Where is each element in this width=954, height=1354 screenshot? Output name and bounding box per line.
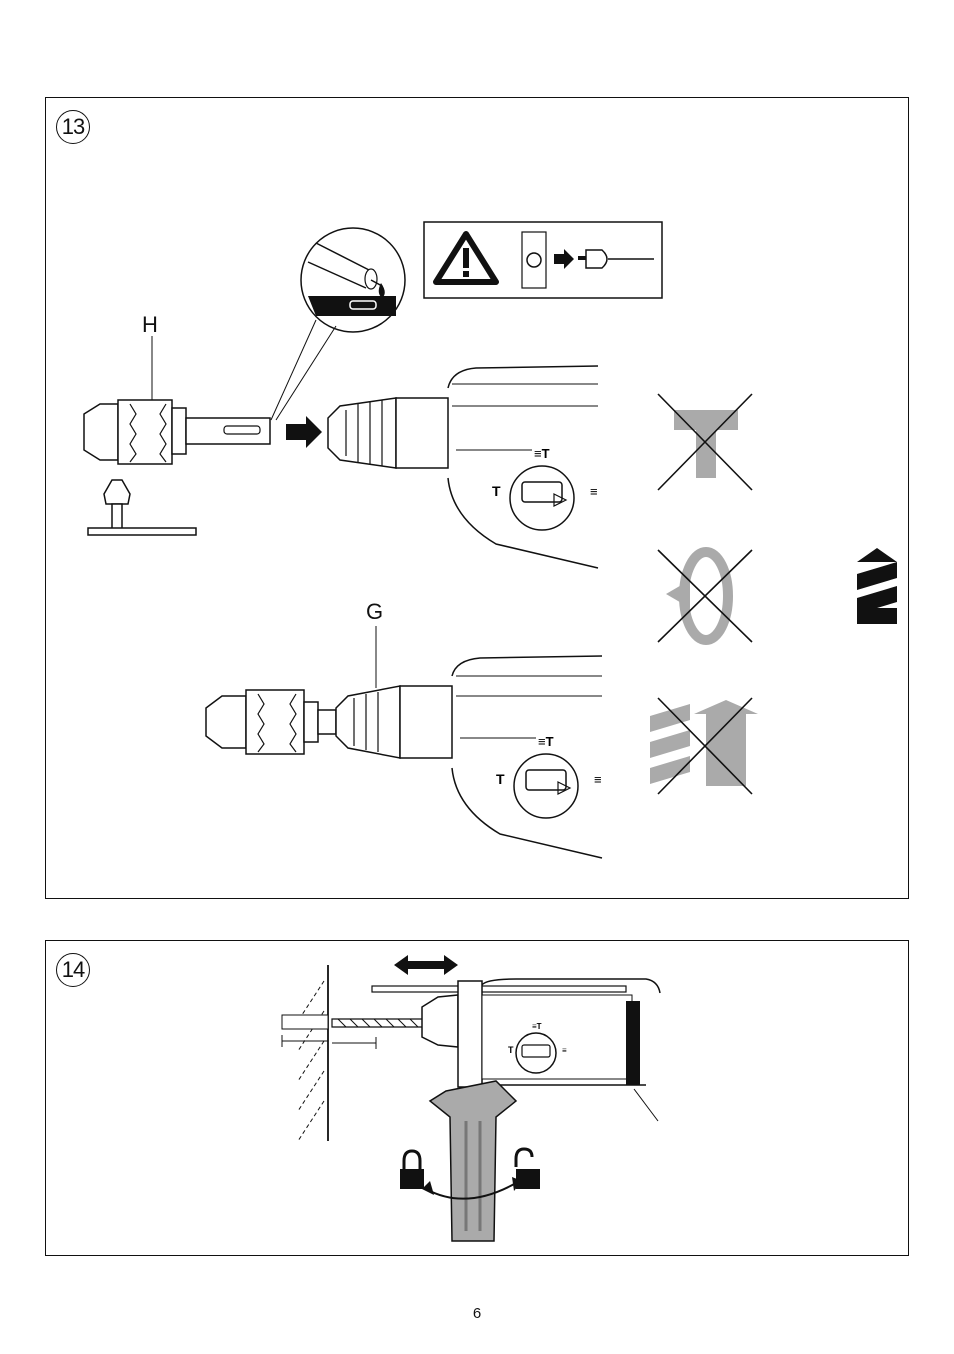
- unlock-icon: [516, 1149, 540, 1189]
- mode-tab-icon: [857, 548, 897, 624]
- drill-mode-crossed-icon: [658, 394, 752, 490]
- wall: [282, 965, 328, 1141]
- hammer-mode-crossed-icon: [650, 698, 758, 794]
- key-chuck-h: [84, 336, 270, 464]
- svg-text:≡T: ≡T: [538, 734, 554, 749]
- grease-detail-magnifier: [271, 228, 405, 420]
- depth-measure: [282, 1035, 376, 1049]
- svg-text:≡T: ≡T: [534, 446, 550, 461]
- figure-14-drawing: T ≡T ≡: [46, 941, 910, 1257]
- rotation-crossed-icon: [658, 550, 752, 642]
- page-number: 6: [0, 1305, 954, 1322]
- depth-rod: [372, 986, 626, 992]
- svg-text:≡: ≡: [594, 772, 602, 787]
- side-handle: [430, 1081, 516, 1241]
- svg-text:T: T: [508, 1045, 514, 1055]
- drill-top: T ≡T ≡: [328, 366, 598, 568]
- lock-icon: [400, 1151, 424, 1189]
- figure-13-panel: 13 H G: [45, 97, 909, 899]
- drill-bottom: T ≡T ≡: [206, 626, 602, 858]
- chuck-key: [88, 480, 196, 535]
- adjust-arrow-icon: [394, 955, 458, 975]
- svg-text:T: T: [496, 771, 505, 787]
- svg-text:≡: ≡: [562, 1046, 567, 1055]
- svg-text:≡: ≡: [590, 484, 598, 499]
- svg-text:T: T: [492, 483, 501, 499]
- insert-arrow-icon: [286, 416, 322, 448]
- figure-13-drawing: T ≡T ≡ T ≡T ≡: [46, 98, 910, 900]
- svg-text:≡T: ≡T: [532, 1022, 542, 1031]
- warning-box: [424, 222, 662, 298]
- figure-14-panel: 14: [45, 940, 909, 1256]
